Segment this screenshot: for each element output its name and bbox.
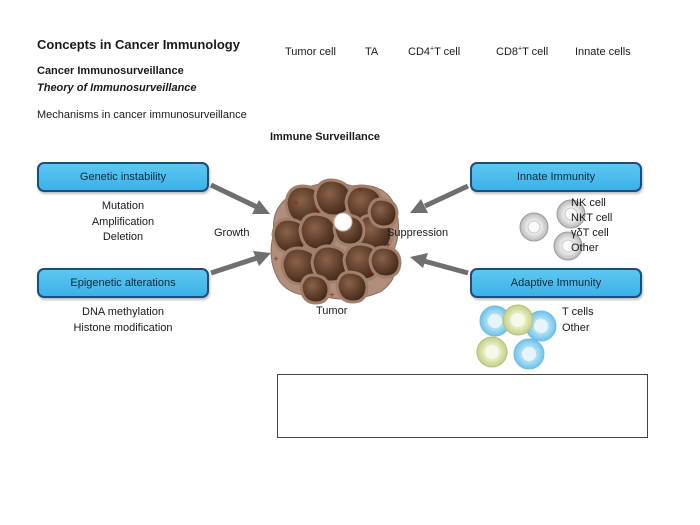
- list-item: Mutation: [101, 200, 145, 212]
- list-item: Deletion: [102, 231, 144, 243]
- tumor-label: Tumor: [316, 305, 348, 317]
- list-item: Other: [562, 321, 590, 334]
- ta-mark: +: [368, 268, 373, 278]
- ta-mark: +: [329, 290, 334, 300]
- adaptive-immunity-label: Adaptive Immunity: [510, 277, 602, 289]
- tumor-cell: [368, 245, 402, 279]
- legend-ta-label: TA: [365, 46, 379, 58]
- tumor-cluster: + + + + + + +: [270, 178, 402, 305]
- section-label: Mechanisms in cancer immunosurveillance: [37, 109, 247, 121]
- list-item: NK cell: [571, 197, 606, 209]
- ta-mark: +: [385, 240, 390, 250]
- page-title: Concepts in Cancer Immunology: [37, 37, 240, 52]
- genetic-instability-list: Mutation Amplification Deletion: [55, 199, 191, 246]
- arrow-innate-to-tumor: [410, 183, 470, 213]
- ta-mark: +: [315, 206, 320, 216]
- arrow-genetic-to-tumor: [209, 182, 270, 214]
- innate-immunity-list: NK cell NKT cell γδT cell Other: [571, 196, 612, 256]
- list-item: DNA methylation: [82, 306, 164, 318]
- list-item: NKT cell: [571, 212, 613, 224]
- tumor-cell: [299, 273, 331, 305]
- tumor-cell: [367, 197, 399, 229]
- tumor-cell: [298, 212, 338, 252]
- adaptive-immunity-list: T cells Other: [562, 305, 594, 336]
- epigenetic-alterations-label: Epigenetic alterations: [70, 277, 176, 289]
- arrow-epigenetic-to-tumor: [210, 251, 271, 276]
- page-subtitle: Cancer Immunosurveillance: [37, 65, 184, 77]
- legend-innate-label: Innate cells: [575, 46, 631, 58]
- innate-immunity-box: Innate Immunity: [470, 162, 642, 192]
- legend-box: [277, 374, 648, 438]
- list-item: T cells: [562, 306, 594, 318]
- arrow-adaptive-to-tumor: [410, 253, 469, 276]
- list-item: Amplification: [91, 215, 155, 228]
- innate-immunity-label: Innate Immunity: [516, 171, 596, 183]
- genetic-instability-label: Genetic instability: [79, 171, 167, 183]
- adaptive-cells-group: [476, 304, 557, 370]
- list-item: Other: [571, 242, 599, 254]
- epigenetic-alterations-list: DNA methylation Histone modification: [37, 305, 209, 336]
- ta-mark: +: [293, 198, 298, 208]
- legend-tumor-cell-label: Tumor cell: [285, 46, 336, 58]
- list-item: γδT cell: [571, 227, 609, 239]
- epigenetic-alterations-box: Epigenetic alterations: [37, 268, 209, 298]
- genetic-instability-box: Genetic instability: [37, 162, 209, 192]
- adaptive-immunity-box: Adaptive Immunity: [470, 268, 642, 298]
- ta-mark: +: [357, 185, 362, 195]
- innate-cells-group: [519, 199, 586, 261]
- tumor-cell: [335, 270, 369, 304]
- legend-cd8-label: CD8+T cell: [496, 45, 549, 58]
- diagram-title: Immune Surveillance: [269, 131, 381, 143]
- suppression-label: Suppression: [387, 227, 449, 239]
- page-subtitle-italic: Theory of Immunosurveillance: [37, 82, 197, 94]
- list-item: Histone modification: [73, 321, 173, 334]
- legend-cd4-label: CD4+T cell: [408, 45, 461, 58]
- ta-mark: +: [273, 254, 278, 264]
- growth-label: Growth: [214, 227, 250, 239]
